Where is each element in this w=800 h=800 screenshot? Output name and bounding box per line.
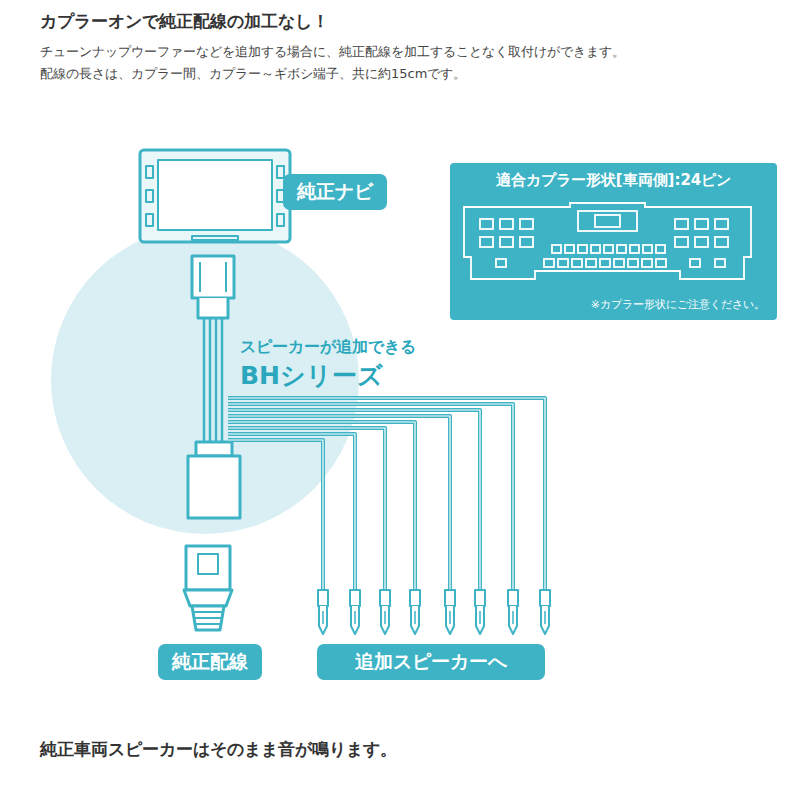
panel-note: ※カプラー形状にご注意ください。 (591, 297, 765, 312)
coupler-shape (460, 201, 755, 285)
terminal-slit (354, 611, 356, 624)
terminal-slit (384, 611, 386, 624)
series-tagline: スピーカーが追加できる (240, 337, 416, 358)
terminal-slit (512, 611, 514, 624)
series-name: BHシリーズ (240, 359, 383, 392)
navi-body (140, 150, 290, 242)
terminal (445, 590, 455, 606)
terminal (540, 590, 550, 606)
terminal (410, 590, 420, 606)
terminal-tab (476, 606, 484, 634)
series-circle: スピーカーが追加できるBHシリーズ (50, 225, 360, 535)
terminal-slit (449, 611, 451, 624)
terminal (475, 590, 485, 606)
terminal (318, 590, 328, 606)
terminal-tab (381, 606, 389, 634)
terminal-slit (322, 611, 324, 624)
label-tag: 純正配線 (158, 644, 262, 680)
terminal-tab (446, 606, 454, 634)
panel-heading: 適合カプラー形状[車両側]:24ピン (450, 171, 777, 190)
harness-box (188, 456, 240, 518)
tag-text: 純正ナビ (297, 179, 373, 205)
terminal-slit (414, 611, 416, 624)
title: カプラーオンで純正配線の加工なし！ (40, 10, 329, 33)
body-text: 配線の長さは、カプラー間、カプラー～ギボシ端子、共に約15cmです。 (40, 64, 760, 84)
terminal (380, 590, 390, 606)
coupler (186, 546, 230, 590)
terminal-tab (509, 606, 517, 634)
terminal-tab (541, 606, 549, 634)
tag-text: 追加スピーカーへ (331, 649, 531, 675)
caption: 純正車両スピーカーはそのまま音が鳴ります。 (40, 738, 397, 761)
tag-text: 純正配線 (172, 649, 248, 675)
coupler-panel: 適合カプラー形状[車両側]:24ピン ※カプラー形状にご注意ください。 (450, 163, 777, 320)
terminal-slit (544, 611, 546, 624)
label-tag: 追加スピーカーへ (317, 644, 545, 680)
navi-screen (158, 160, 272, 230)
terminal-tab (411, 606, 419, 634)
terminal-tab (351, 606, 359, 634)
terminal-tab (319, 606, 327, 634)
terminal (508, 590, 518, 606)
label-tag: 純正ナビ (283, 174, 387, 210)
terminal (350, 590, 360, 606)
coupler (192, 256, 234, 298)
body-text: チューンナップウーファーなどを追加する場合に、純正配線を加工することなく取付けが… (40, 42, 760, 62)
terminal-slit (479, 611, 481, 624)
